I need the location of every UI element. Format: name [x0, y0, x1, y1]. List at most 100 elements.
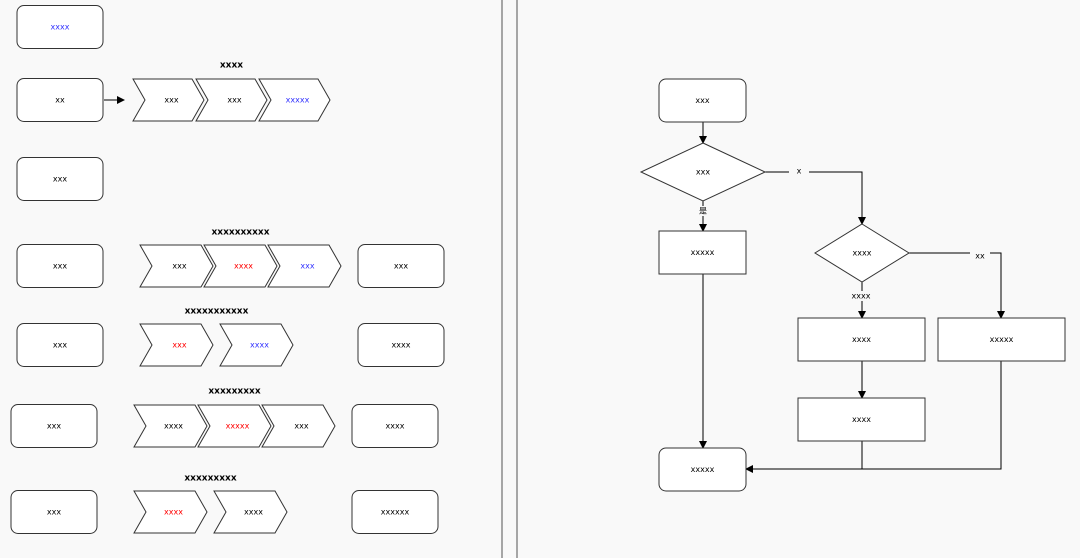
row-title: xxxxxxxxx: [184, 474, 236, 484]
chevron-shape: [267, 244, 342, 288]
chevron-label: xxx: [164, 96, 178, 105]
row-start-label: xx: [55, 96, 65, 105]
row-start-box[interactable]: xxxx: [16, 5, 104, 49]
row-start-box[interactable]: xx: [16, 78, 104, 122]
chevron-shape: [213, 490, 288, 534]
chevron-step[interactable]: xxx: [139, 323, 214, 367]
flow-node-process3[interactable]: xxxxx: [937, 317, 1066, 362]
row-start-label: xxx: [53, 341, 67, 350]
chevron-step[interactable]: xxx: [139, 244, 214, 288]
flow-edge-decision2-to-process2: xxxx: [851, 282, 871, 319]
row-end-box[interactable]: xxx: [357, 244, 445, 288]
row-start-shape: [16, 323, 104, 367]
flow-edge-line: [862, 361, 1002, 470]
chevron-shape: [219, 323, 294, 367]
chevron-label: xxxxx: [226, 422, 250, 431]
row-end-label: xxxx: [392, 341, 411, 350]
row-start-box[interactable]: xxx: [16, 323, 104, 367]
chevron-label: xxxx: [244, 508, 263, 517]
flow-node-label: xxx: [696, 168, 710, 177]
row-end-shape: [351, 404, 439, 448]
row-start-shape: [16, 5, 104, 49]
chevron-step[interactable]: xxxxx: [258, 78, 331, 122]
flow-node-shape: [658, 230, 747, 275]
chevron-step[interactable]: xxx: [132, 78, 205, 122]
flow-edge-line: [909, 252, 1005, 319]
flow-node-label: xxxxx: [691, 465, 715, 474]
row-start-shape: [16, 244, 104, 288]
flow-edge-line: [745, 441, 863, 473]
flow-node-label: xxxx: [853, 249, 872, 258]
flow-node-process1[interactable]: xxxxx: [658, 230, 747, 275]
flow-node-shape: [658, 447, 747, 492]
row-start-label: xxx: [47, 422, 61, 431]
flow-edge-label: xx: [975, 252, 985, 261]
flow-edge-label-bg: [851, 291, 871, 301]
flow-node-end[interactable]: xxxxx: [658, 447, 747, 492]
flow-node-start[interactable]: xxx: [658, 78, 747, 123]
row-end-shape: [357, 244, 445, 288]
chevron-label: xxxx: [164, 422, 183, 431]
chevron-label: xxxxx: [286, 96, 310, 105]
chevron-shape: [132, 78, 205, 122]
flow-node-shape: [639, 142, 767, 202]
flow-edge-label: x: [797, 167, 802, 176]
chevron-label: xxx: [172, 262, 186, 271]
chevron-step[interactable]: xxxx: [213, 490, 288, 534]
row-end-box[interactable]: xxxx: [351, 404, 439, 448]
row-start-label: xxx: [47, 508, 61, 517]
row-title: xxxx: [220, 61, 243, 71]
chevron-step[interactable]: xxx: [195, 78, 268, 122]
flow-edge-label: xxxx: [852, 292, 871, 301]
row-end-box[interactable]: xxxxxx: [351, 490, 439, 534]
row-title: xxxxxxxxxxx: [185, 307, 249, 317]
flow-edge-process4-to-end: [745, 441, 863, 473]
chevron-step[interactable]: xxxx: [133, 404, 208, 448]
chevron-step[interactable]: xxxx: [133, 490, 208, 534]
chevron-label: xxx: [300, 262, 314, 271]
flow-node-label: xxxxx: [990, 335, 1014, 344]
row-start-box[interactable]: xxx: [10, 404, 98, 448]
chevron-step[interactable]: xxxxx: [197, 404, 272, 448]
flow-node-decision1[interactable]: xxx: [639, 142, 767, 202]
flow-edge-label-bg: [789, 166, 809, 176]
row-start-shape: [10, 490, 98, 534]
flow-node-label: xxx: [695, 96, 709, 105]
row-end-box[interactable]: xxxx: [357, 323, 445, 367]
flow-node-label: xxxx: [852, 335, 871, 344]
chevron-step[interactable]: xxx: [261, 404, 336, 448]
flow-edge-decision2-to-process3: xx: [909, 251, 1005, 319]
row-end-shape: [351, 490, 439, 534]
row-end-label: xxxx: [386, 422, 405, 431]
chevron-shape: [197, 404, 272, 448]
row-title: xxxxxxxxx: [208, 387, 260, 397]
row-end-label: xxxxxx: [381, 508, 410, 517]
row-start-box[interactable]: xxx: [10, 490, 98, 534]
chevron-step[interactable]: xxxx: [219, 323, 294, 367]
flow-node-process2[interactable]: xxxx: [797, 317, 926, 362]
row-start-label: xxxx: [51, 23, 70, 32]
chevron-shape: [258, 78, 331, 122]
row-start-shape: [16, 78, 104, 122]
flow-edge-line: [765, 171, 866, 225]
row-start-box[interactable]: xxx: [16, 157, 104, 201]
left-row-1: xxxx: [16, 5, 104, 49]
flow-node-label: xxxxx: [691, 248, 715, 257]
chevron-step[interactable]: xxx: [267, 244, 342, 288]
flow-edge-decision1-to-process1: 是: [693, 201, 713, 232]
flow-edge-label-bg: [970, 251, 990, 261]
flow-node-process4[interactable]: xxxx: [797, 397, 926, 442]
row-start-box[interactable]: xxx: [16, 244, 104, 288]
chevron-label: xxx: [294, 422, 308, 431]
chevron-step[interactable]: xxxx: [203, 244, 278, 288]
flow-node-decision2[interactable]: xxxx: [814, 223, 910, 283]
row-start-shape: [10, 404, 98, 448]
row-start-label: xxx: [53, 175, 67, 184]
row-end-label: xxx: [394, 262, 408, 271]
